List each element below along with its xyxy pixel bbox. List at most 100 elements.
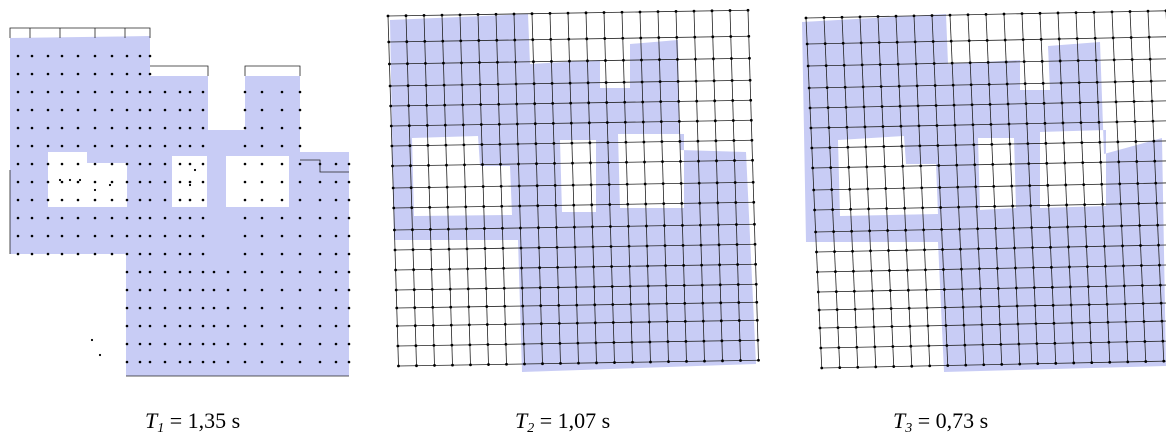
node-dot (747, 34, 751, 38)
node-dot (30, 198, 34, 202)
node-dot (125, 198, 129, 202)
node-dot (389, 104, 393, 108)
node-dot (1101, 202, 1105, 206)
node-dot (60, 90, 64, 94)
node-dot (298, 324, 302, 328)
node-dot (1115, 120, 1119, 124)
node-dot (664, 264, 668, 268)
node-dot (30, 162, 34, 166)
node-dot (514, 82, 518, 86)
node-dot (1148, 57, 1152, 61)
node-dot (495, 38, 499, 42)
node-dot (503, 304, 507, 308)
node-dot (805, 42, 809, 46)
node-dot (30, 180, 34, 184)
node-dot (825, 86, 829, 90)
node-dot (888, 269, 891, 272)
node-dot (845, 125, 849, 129)
node-dot (820, 366, 824, 370)
node-dot (852, 289, 856, 293)
node-dot (975, 205, 979, 209)
node-dot (949, 39, 953, 43)
node-dot (138, 216, 142, 220)
node-dot (148, 360, 152, 364)
node-dot (835, 308, 839, 312)
node-dot (298, 90, 302, 94)
node-dot (716, 201, 720, 205)
node-dot (448, 287, 452, 291)
node-dot (557, 304, 561, 307)
node-dot (623, 100, 627, 104)
node-dot (532, 60, 535, 64)
node-dot (201, 162, 205, 166)
node-dot (1161, 339, 1165, 343)
node-dot (737, 319, 741, 322)
node-dot (1059, 81, 1063, 85)
node-dot (443, 123, 447, 127)
node-dot (522, 342, 526, 346)
node-dot (428, 206, 432, 209)
node-dot (950, 61, 954, 65)
node-dot (677, 119, 681, 123)
node-dot (463, 185, 467, 189)
node-dot (1103, 244, 1106, 248)
node-dot (573, 245, 577, 249)
node-dot (462, 143, 466, 147)
node-dot (699, 223, 702, 227)
node-dot (201, 270, 205, 274)
node-dot (347, 360, 351, 364)
node-dot (409, 186, 413, 190)
node-dot (1140, 264, 1143, 267)
node-dot (387, 40, 391, 44)
node-dot (926, 324, 930, 328)
node-dot (501, 226, 504, 230)
node-dot (1099, 160, 1103, 164)
node-dot (461, 103, 465, 107)
node-dot (334, 288, 338, 292)
node-dot (813, 208, 817, 212)
node-dot (188, 90, 192, 94)
node-dot (280, 342, 284, 346)
node-dot (731, 119, 735, 122)
node-dot (163, 252, 167, 256)
node-dot (1056, 11, 1060, 15)
node-dot (347, 162, 351, 166)
node-dot (957, 205, 961, 209)
node-dot (925, 306, 929, 310)
node-dot (623, 120, 627, 124)
node-dot (535, 184, 539, 188)
node-dot (816, 270, 819, 274)
node-dot (808, 106, 812, 110)
node-dot (858, 15, 862, 19)
node-dot (1095, 80, 1099, 84)
node-dot (93, 144, 97, 148)
node-dot (1110, 10, 1114, 14)
node-dot (93, 72, 97, 76)
node-dot (1122, 264, 1125, 268)
node-dot (833, 250, 836, 254)
node-dot (554, 204, 558, 207)
node-dot (1123, 302, 1127, 306)
node-dot (1121, 244, 1124, 248)
node-dot (212, 324, 216, 328)
node-dot (424, 62, 427, 65)
mode-index: 2 (527, 421, 535, 436)
node-dot (478, 61, 481, 64)
node-dot (884, 187, 888, 190)
node-dot (1068, 285, 1072, 289)
node-dot (243, 342, 247, 346)
node-dot (1135, 160, 1139, 163)
node-dot (807, 86, 811, 90)
node-dot (864, 145, 868, 149)
node-dot (719, 301, 723, 305)
node-dot (188, 288, 192, 292)
node-dot (752, 200, 756, 204)
node-dot (188, 270, 192, 274)
node-dot (260, 324, 264, 328)
node-dot (749, 98, 753, 102)
node-dot (481, 185, 485, 188)
node-dot (201, 234, 205, 238)
node-dot (16, 162, 20, 166)
node-dot (877, 41, 881, 44)
node-dot (537, 226, 540, 230)
